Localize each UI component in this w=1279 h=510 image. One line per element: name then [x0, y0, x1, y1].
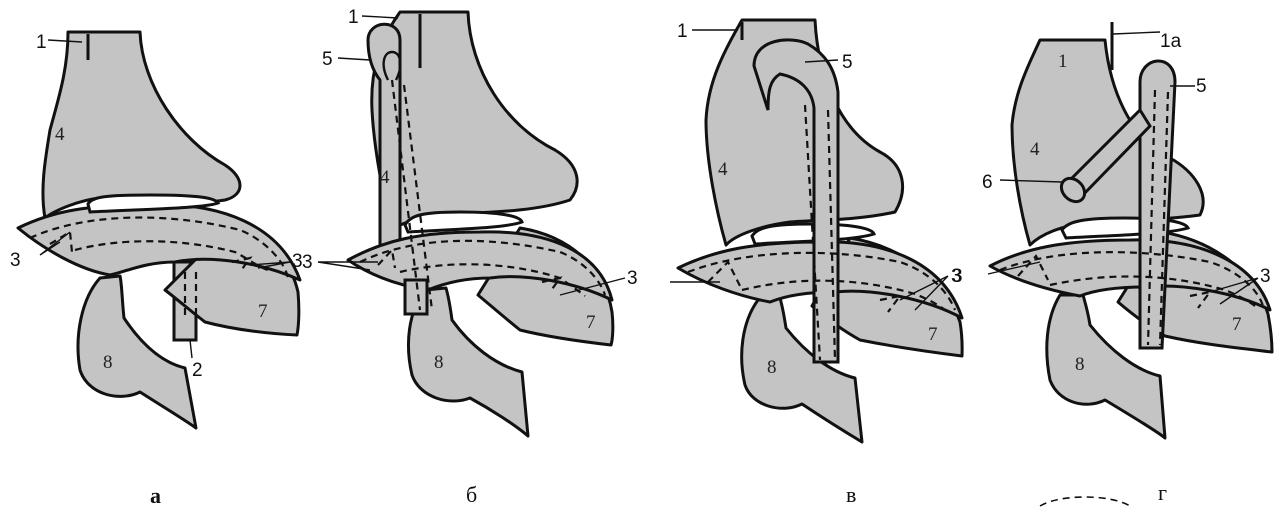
label-8: 8	[1075, 354, 1085, 375]
label-4: 4	[55, 124, 65, 145]
label-5: 5	[322, 49, 333, 70]
label-7: 7	[258, 301, 268, 322]
label-3-right: 3	[1260, 266, 1271, 287]
panel-v: 1 5 4 3 7 8 в	[670, 20, 962, 507]
caption-v: в	[846, 482, 856, 507]
label-3-left: 3	[302, 252, 313, 273]
label-8: 8	[434, 352, 444, 373]
caption-b: б	[466, 482, 477, 507]
label-3-right: 3	[292, 251, 303, 272]
organ-4	[372, 12, 577, 230]
label-1: 1	[348, 7, 359, 28]
label-4: 4	[380, 167, 390, 188]
label-3-left: 3	[952, 266, 963, 287]
panel-a: 1 4 3 3 7 8 2 а	[10, 32, 303, 508]
label-7: 7	[928, 324, 938, 345]
label-5: 5	[1196, 76, 1207, 97]
panel-b: 1 5 4 3 3 7 8 б	[302, 7, 638, 507]
label-7: 7	[1232, 314, 1242, 335]
label-1: 1	[1058, 51, 1068, 72]
organ-4	[43, 32, 240, 218]
label-6: 6	[982, 172, 993, 193]
label-3-right: 3	[627, 268, 638, 289]
caption-a: а	[150, 483, 161, 508]
label-5: 5	[842, 52, 853, 73]
label-3-left: 3	[10, 250, 21, 271]
label-7: 7	[586, 312, 596, 333]
label-2: 2	[192, 360, 203, 381]
caption-g: г	[1158, 480, 1167, 505]
panel-g: 1 1а 5 4 6 3 3 7 8 г	[952, 22, 1272, 506]
label-1: 1	[36, 32, 47, 53]
label-4: 4	[718, 159, 728, 180]
label-8: 8	[103, 352, 113, 373]
label-4: 4	[1030, 139, 1040, 160]
label-1: 1	[677, 21, 688, 42]
label-8: 8	[767, 357, 777, 378]
label-1a: 1а	[1160, 31, 1182, 52]
dashed-arc	[1040, 497, 1130, 506]
